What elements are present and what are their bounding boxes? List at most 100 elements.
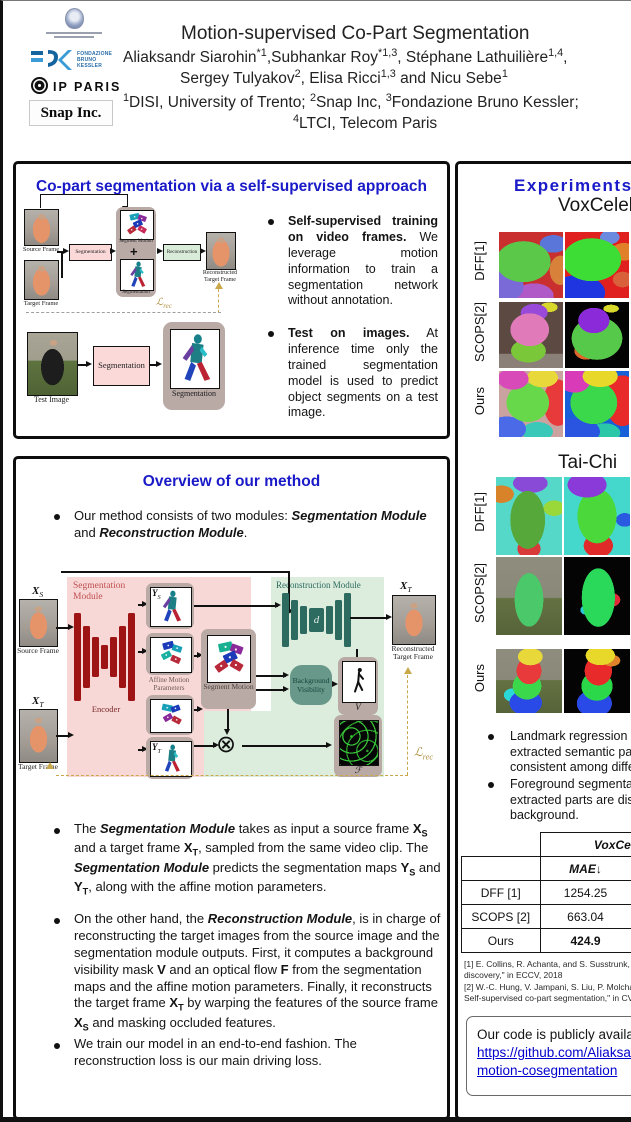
connector-arrowhead xyxy=(332,681,338,687)
connector-line xyxy=(256,689,286,691)
table-mae-value: 663.04 xyxy=(539,904,631,929)
xs-label: XS xyxy=(32,585,44,600)
connector-arrowhead xyxy=(275,602,281,608)
taichi-scops-segmentation-image xyxy=(564,557,630,635)
connector-line xyxy=(149,364,157,366)
decoder-bars: d xyxy=(282,591,351,649)
bullet-dot xyxy=(488,734,494,740)
table-corner-cell xyxy=(461,832,541,857)
method-section-title: Overview of our method xyxy=(142,473,321,490)
affine-parameters-label: Affine Motion Parameters xyxy=(148,676,190,692)
github-link-line-2[interactable]: motion-cosegmentation xyxy=(477,1063,618,1079)
voxceleb-scops-segmentation-image xyxy=(565,302,629,368)
stick-figure-svg xyxy=(354,668,364,693)
bottleneck-d-block: d xyxy=(309,608,324,632)
row-label-scops-voxceleb: SCOPS[2] xyxy=(472,302,487,362)
connector-arrowhead xyxy=(68,732,74,738)
test-image xyxy=(27,332,78,396)
segmentation-inference-label: Segmentation xyxy=(98,360,145,371)
segmentation-map-label: Segmentation xyxy=(122,290,150,295)
reconstruction-block-label: Reconstruction xyxy=(166,249,198,255)
fbk-logo-text: FONDAZIONE BRUNO KESSLER xyxy=(77,51,113,69)
authors-line-2: Sergey Tulyakov2, Elisa Ricci1,3 and Nic… xyxy=(180,68,508,88)
segmented-person-svg xyxy=(130,261,146,287)
bullet-dot xyxy=(54,514,60,520)
affiliation-line-1: 1DISI, University of Trento; 2Snap Inc, … xyxy=(123,92,579,112)
segment-motion-image xyxy=(120,210,154,240)
bullet-dot xyxy=(268,219,274,225)
affine-params-svg xyxy=(161,703,182,725)
voxceleb-scops-overlay-image xyxy=(499,302,563,368)
taichi-heading: Tai-Chi xyxy=(558,452,618,473)
row-label-dff-taichi: DFF[1] xyxy=(472,492,487,532)
plus-sign: + xyxy=(130,244,138,259)
approach-bullet-2: Test on images. At inference time only t… xyxy=(288,326,438,420)
experiments-section: Experiments VoxCeleb DFF[1] SCOPS[2] Our… xyxy=(455,161,631,1117)
experiments-section-title: Experiments xyxy=(514,176,631,195)
connector-arrowhead xyxy=(110,248,116,254)
ip-paris-icon xyxy=(31,77,48,94)
university-of-trento-logo-text xyxy=(45,30,103,40)
connector-line xyxy=(138,651,144,653)
target-frame-image xyxy=(24,260,59,300)
connector-line xyxy=(78,364,87,366)
code-availability-text: Our code is publicly available: xyxy=(477,1027,631,1042)
affiliation-line-2: 4LTCI, Telecom Paris xyxy=(293,113,438,133)
bullet-dot xyxy=(54,1043,60,1049)
connector-line xyxy=(138,604,144,606)
voxceleb-dff-segmentation-image xyxy=(565,232,629,298)
connector-arrowhead xyxy=(63,248,69,254)
university-of-trento-logo xyxy=(65,8,84,29)
table-column-header-row: MAE↓ IoU↑ xyxy=(461,856,631,881)
table-mae-value: 424.9 xyxy=(539,928,631,953)
voxceleb-ours-overlay-image xyxy=(499,371,563,437)
segment-motion-svg xyxy=(214,641,244,673)
segmentation-map-image xyxy=(120,259,154,291)
table-row-dff: DFF [1] 1254.25 - xyxy=(461,880,631,905)
voxceleb-dff-overlay-image xyxy=(499,232,563,298)
connector-line xyxy=(350,617,388,619)
connector-arrowhead xyxy=(197,706,203,712)
connector-line xyxy=(256,675,286,677)
ip-paris-logo-text: IP PARIS xyxy=(53,80,122,94)
segment-motion-image xyxy=(207,635,251,683)
connector-arrowhead xyxy=(197,652,203,658)
table-row-label: SCOPS [2] xyxy=(461,904,541,929)
background-visibility-label: Background Visibility xyxy=(292,676,330,694)
xt-label: XT xyxy=(32,695,44,710)
reference-1: [1] E. Collins, R. Achanta, and S. Susst… xyxy=(464,959,631,981)
target-frame-label: Target Frame xyxy=(18,762,58,771)
source-frame-label: Source Frame xyxy=(17,646,59,655)
segmentation-result-label: Segmentation xyxy=(172,389,216,398)
fbk-logo-svg xyxy=(31,50,72,70)
voxceleb-heading: VoxCeleb xyxy=(558,195,631,216)
connector-arrowhead xyxy=(86,361,92,367)
table-group-header: VoxCeleb xyxy=(539,832,631,857)
connector-arrowhead xyxy=(224,729,230,735)
connector-arrowhead xyxy=(326,742,332,748)
source-frame-image xyxy=(19,599,58,647)
segment-motion-label: Segment Motion xyxy=(203,682,254,691)
row-label-dff-voxceleb: DFF[1] xyxy=(472,241,487,281)
bullet-dot xyxy=(488,782,494,788)
method-bullet-4: We train our model in an end-to-end fash… xyxy=(74,1036,357,1068)
connector-arrowhead xyxy=(283,672,289,678)
source-frame-image xyxy=(24,209,59,246)
connector-arrowhead xyxy=(283,686,289,692)
table-mae-value: 1254.25 xyxy=(539,880,631,905)
connector-arrowhead xyxy=(386,614,392,620)
segmented-person-svg xyxy=(164,744,180,772)
row-label-ours-taichi: Ours xyxy=(472,664,487,693)
taichi-scops-overlay-image xyxy=(496,557,562,635)
reconstructed-target-frame-image xyxy=(206,232,236,270)
connector-arrowhead xyxy=(142,746,148,752)
reconstruction-block: Reconstruction xyxy=(163,244,201,261)
ys-label: YS xyxy=(152,588,161,601)
results-table: VoxCeleb MAE↓ IoU↑ DFF [1] 1254.25 - SCO… xyxy=(461,832,631,953)
loss-dashed-line-h xyxy=(56,775,408,776)
segmentation-block-label: Segmentation xyxy=(75,249,106,256)
segmentation-module-label: Segmentation Module xyxy=(73,581,126,602)
